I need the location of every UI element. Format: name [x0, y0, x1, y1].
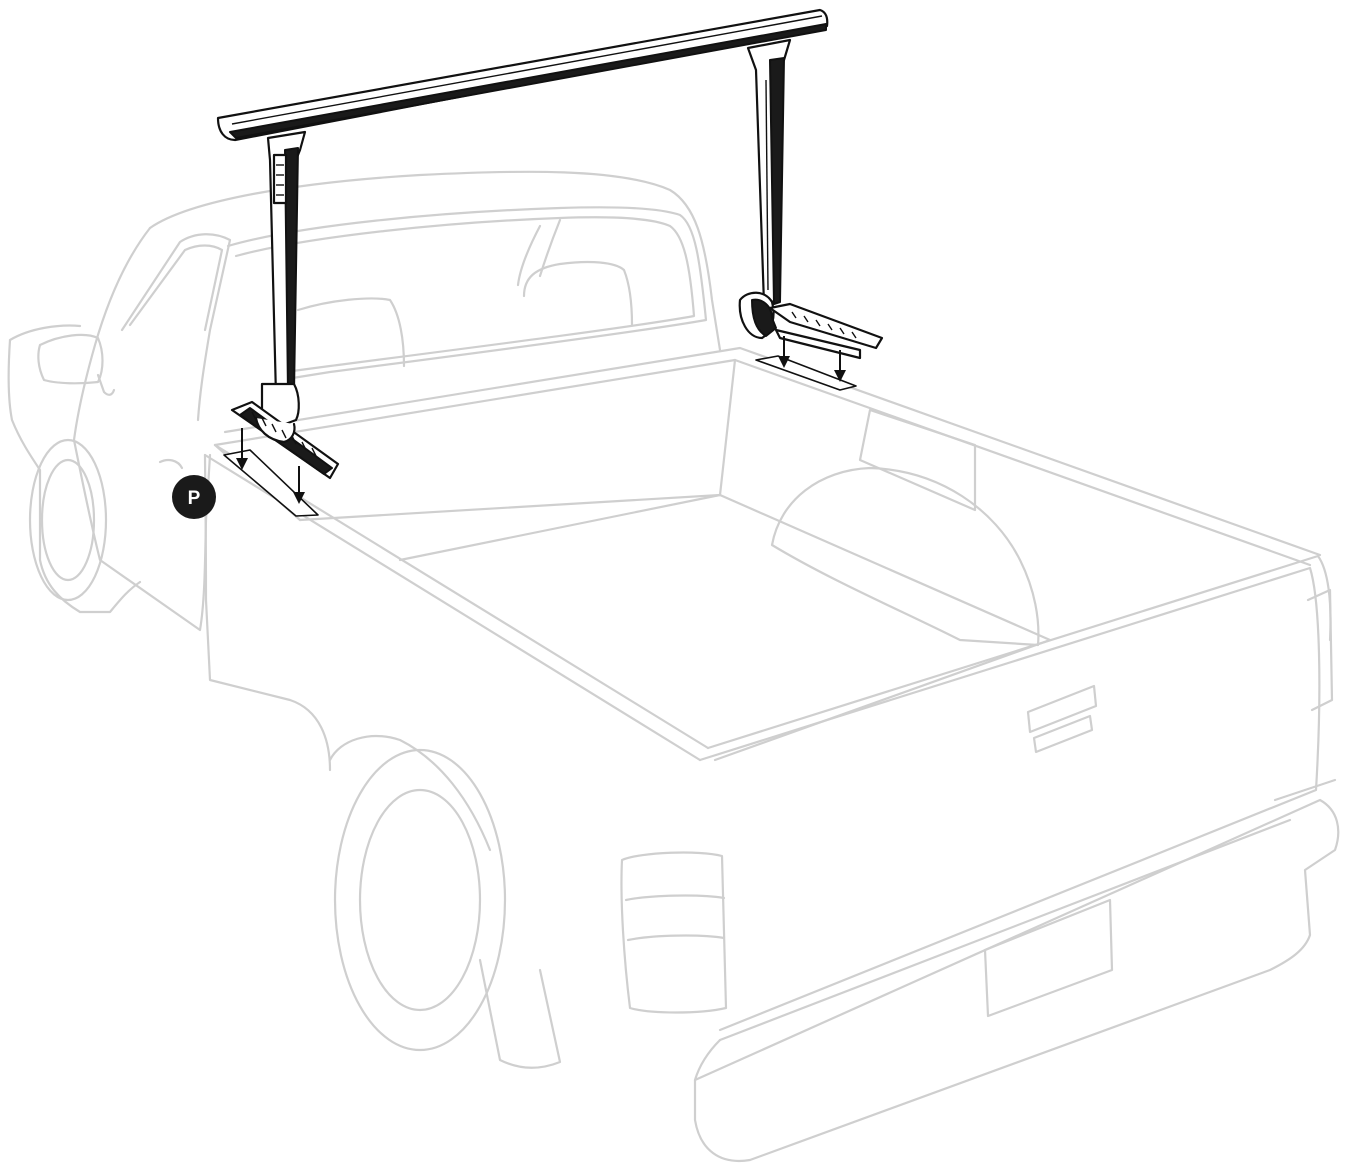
right-upright	[746, 38, 792, 306]
right-down-arrow-1	[778, 336, 790, 368]
wheel-well-hump	[770, 466, 1040, 647]
callout-marker: P	[172, 475, 216, 519]
right-foot	[738, 291, 884, 360]
tailgate-handle	[1026, 684, 1098, 734]
truck-rack	[216, 8, 884, 517]
pickup-truck-outline	[7, 170, 1340, 1163]
left-foot	[230, 400, 340, 480]
left-down-arrow-1	[236, 428, 248, 470]
seat-right	[522, 260, 634, 327]
rear-bumper	[693, 798, 1340, 1163]
cab-front-pillar	[72, 226, 152, 442]
front-fender	[7, 324, 142, 614]
tail-light	[620, 851, 728, 1014]
right-down-arrow-2	[834, 350, 846, 382]
callout-label: P	[188, 488, 201, 509]
front-wheel	[28, 438, 108, 602]
seat-left	[296, 297, 406, 368]
left-upright	[260, 130, 307, 428]
windshield	[120, 233, 232, 422]
rear-window-frame	[226, 206, 708, 382]
license-plate-area	[983, 898, 1114, 1018]
right-mounting-pad	[755, 355, 857, 391]
bed-far-rail	[213, 358, 1312, 567]
rear-wheel	[333, 748, 507, 1052]
callout-circle	[172, 475, 216, 519]
crossbar	[216, 8, 829, 142]
left-down-arrow-2	[293, 466, 305, 504]
tailgate	[698, 566, 1321, 1032]
cab-roof	[148, 170, 722, 352]
mud-flap	[478, 958, 562, 1069]
bed-floor	[298, 493, 1052, 762]
side-mirror	[37, 333, 104, 385]
cab-door	[72, 438, 212, 632]
